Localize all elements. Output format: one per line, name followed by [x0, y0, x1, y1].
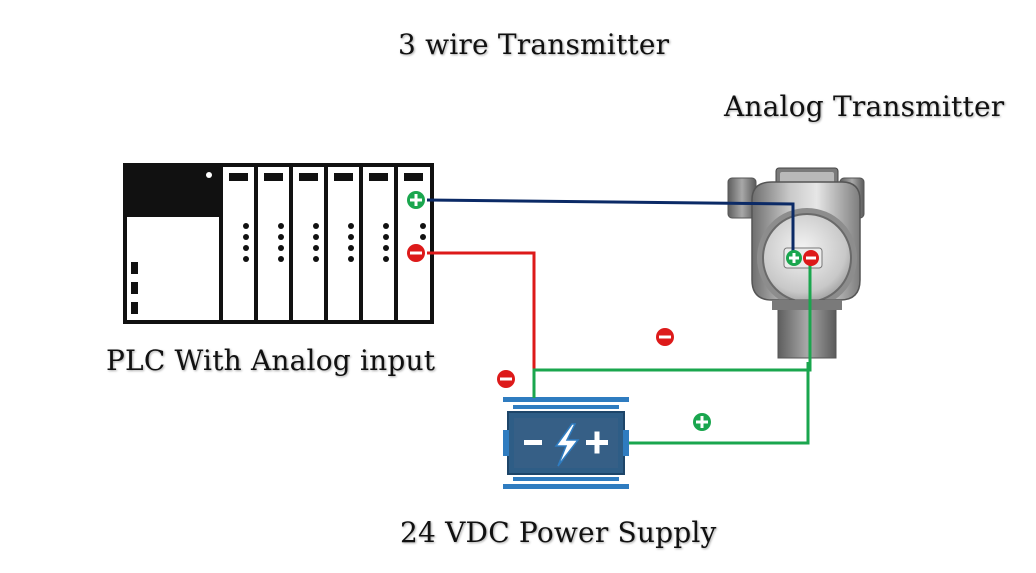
io-module — [289, 163, 328, 324]
power-supply-battery-icon — [503, 397, 629, 489]
diagram-title: 3 wire Transmitter — [398, 28, 670, 61]
plus-signal-wire — [426, 198, 795, 257]
io-module — [324, 163, 363, 324]
minus-sign-icon — [524, 440, 542, 445]
io-module — [219, 163, 258, 324]
transmitter-plus-terminal-icon — [786, 250, 802, 266]
io-module — [254, 163, 293, 324]
minus-signal-wire — [427, 251, 536, 398]
plc-rack-icon — [123, 163, 434, 324]
plus-sign-icon — [586, 431, 608, 454]
supply-plus-wire — [629, 362, 810, 445]
analog-transmitter-icon — [727, 167, 865, 359]
minus-badge-icon — [656, 328, 674, 346]
plc-label: PLC With Analog input — [106, 344, 436, 377]
analog-input-module — [394, 163, 434, 324]
transmitter-minus-terminal-icon — [803, 250, 819, 266]
transmitter-minus-wire — [532, 258, 812, 398]
plc-minus-terminal-icon — [407, 244, 425, 262]
plc-plus-terminal-icon — [407, 191, 425, 209]
lightning-bolt-icon — [554, 423, 580, 467]
plus-badge-icon — [693, 413, 711, 431]
minus-badge-icon — [497, 370, 515, 388]
power-supply-label: 24 VDC Power Supply — [400, 516, 717, 549]
io-module — [359, 163, 398, 324]
transmitter-label: Analog Transmitter — [724, 90, 1005, 123]
